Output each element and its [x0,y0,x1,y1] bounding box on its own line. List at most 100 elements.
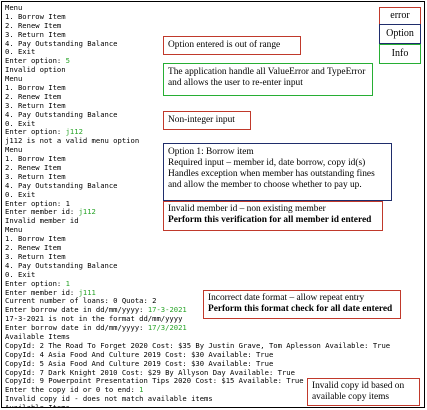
console-line: 3. Return Item [5,29,390,40]
console-text: Enter borrow date in dd/mm/yyyy: [5,323,148,333]
console-text: Enter member id: [5,207,79,217]
console-line: 0. Exit [5,189,390,200]
console-text: 2. Renew Item [5,20,62,30]
console-text: 1. Borrow Item [5,234,66,244]
console-text: Enter the copy id or 0 to end: [5,385,140,395]
console-text: j112 is not a valid menu option [5,136,140,146]
console-text: Enter option: [5,127,66,137]
borrow-title: Option 1: Borrow item [168,147,254,157]
borrow-handles: Handles exception when member has outsta… [168,169,375,190]
console-line: 3. Return Item [5,251,390,262]
console-line: Enter option: 1 [5,278,390,289]
console-line: Invalid option [5,65,390,75]
console-line: 4. Pay Outstanding Balance [5,260,390,271]
console-text: 0. Exit [5,269,36,279]
console-text: Current number of loans: 0 Quota: 2 [5,296,157,306]
console-text: Enter option: [5,278,66,288]
console-text: Menu [5,145,23,155]
console-text: 1. Borrow Item [5,11,66,21]
console-line: Menu [5,225,390,235]
annotation-invalid-member: Invalid member id – non existing member … [163,201,383,231]
legend-option: Option [379,24,421,44]
console-text: CopyId: 7 Dark Knight 2010 Cost: $29 By … [5,367,295,377]
console-line: 1. Borrow Item [5,83,390,93]
console-text: 3. Return Item [5,29,66,39]
legend-info: Info [379,44,421,64]
annotation-borrow-item: Option 1: Borrow item Required input – m… [163,143,392,201]
annotation-invalid-copy: Invalid copy id based on available copy … [307,378,420,406]
invalid-member-desc: Invalid member id – non existing member [168,204,326,214]
console-line: 17-3-2021 is not in the format dd/mm/yyy… [5,314,390,324]
console-text: Menu [5,225,23,235]
annotation-out-of-range: Option entered is out of range [163,36,301,55]
console-text: 0. Exit [5,118,36,128]
console-line: 0. Exit [5,48,390,57]
console-line: Enter borrow date in dd/mm/yyyy: 17-3-20… [5,305,390,315]
console-line: 2. Renew Item [5,92,390,102]
console-text: Enter option: [5,56,66,66]
console-line: Available Items [5,331,390,342]
console-line: 3. Return Item [5,171,390,182]
console-text: 4. Pay Outstanding Balance [5,109,118,119]
borrow-required: Required input – member id, date borrow,… [168,158,366,168]
console-line: 4. Pay Outstanding Balance [5,38,390,49]
console-text: 4. Pay Outstanding Balance [5,260,118,270]
console-text: Enter option: 1 [5,198,70,208]
console-line: Enter the copy id or 0 to end: 1 [5,385,390,395]
console-line: Enter option: j112 [5,128,390,137]
console-text: 4. Pay Outstanding Balance [5,180,118,190]
console-line: 0. Exit [5,118,390,129]
console-text: 1. Borrow Item [5,83,66,93]
console-line: j112 is not a valid menu option [5,136,390,146]
console-text: CopyId: 9 Powerpoint Presentation Tips 2… [5,376,304,386]
user-input: j112 [65,127,83,137]
console-text: 1. Borrow Item [5,154,66,164]
console-text: 4. Pay Outstanding Balance [5,38,118,48]
console-text: 3. Return Item [5,171,66,181]
console-line: CopyId: 2 The Road To Forget 2020 Cost: … [5,340,391,351]
console-line: CopyId: 7 Dark Knight 2010 Cost: $29 By … [5,367,390,378]
console-line: 2. Renew Item [5,163,390,173]
console-text: Invalid option [5,65,66,75]
console-line: 0. Exit [5,269,390,280]
user-input: 5 [65,56,70,66]
console-text: Invalid member id [5,216,79,226]
console-line: Enter member id: j111 [5,287,390,298]
console-line: CopyId: 4 Asia Food And Culture 2019 Cos… [5,350,390,360]
console-line: Enter member id: j112 [5,208,390,217]
user-input: 17/3/2021 [147,323,187,333]
invalid-member-rule: Perform this verification for all member… [168,215,372,225]
console-line: 1. Borrow Item [5,234,390,244]
console-line: Invalid member id [5,216,390,226]
console-line: 4. Pay Outstanding Balance [5,180,390,191]
console-line: 3. Return Item [5,100,390,111]
annotation-non-integer: Non-integer input [163,111,251,130]
console-text: 0. Exit [5,47,36,57]
console-text: Enter borrow date in dd/mm/yyyy: [5,305,148,315]
console-line: CopyId: 5 Asia Food And Culture 2019 Cos… [5,359,390,369]
console-line: 1. Borrow Item [5,11,390,22]
console-text: 17-3-2021 is not in the format dd/mm/yyy… [5,314,183,324]
console-line: 1. Borrow Item [5,154,390,164]
console-line: Enter option: 1 [5,198,390,209]
console-line: 4. Pay Outstanding Balance [5,109,390,120]
user-input: j112 [78,207,96,217]
console-text: Menu [5,3,23,12]
date-format-rule: Perform this format check for all date e… [208,304,393,314]
date-format-desc: Incorrect date format – allow repeat ent… [208,293,365,303]
user-input: 17-3-2021 [147,305,187,315]
console-line: Invalid copy id - does not match availab… [5,394,390,404]
console-text: 3. Return Item [5,100,66,110]
console-line: Enter borrow date in dd/mm/yyyy: 17/3/20… [5,323,390,333]
console-line: Menu [5,74,390,84]
console-line: Current number of loans: 0 Quota: 2 [5,296,390,306]
console-text: Available Items [5,403,70,408]
console-text: CopyId: 2 The Road To Forget 2020 Cost: … [5,340,391,350]
console-line: Menu [5,3,390,13]
console-text: 2. Renew Item [5,163,62,173]
user-input: j111 [78,287,96,297]
console-text: Available Items [5,331,70,341]
console-text: 3. Return Item [5,251,66,261]
console-line: 2. Renew Item [5,243,390,253]
console-text: 0. Exit [5,189,36,199]
